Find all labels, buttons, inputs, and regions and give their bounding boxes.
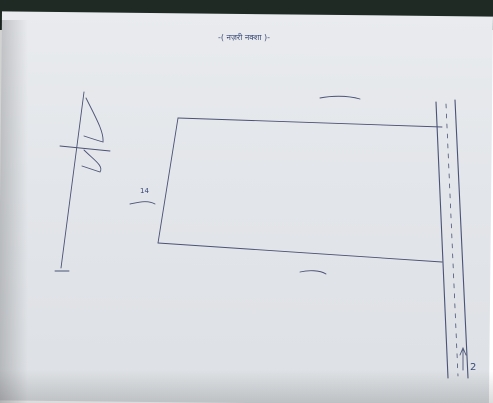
plot-left-edge [157,117,179,244]
pole-flag-upper [83,97,104,143]
pole-flag-lower [81,149,102,173]
bottom-label-swoosh [299,270,327,275]
road-label-num: 2 [470,362,477,373]
plot-top-edge [177,117,443,128]
road-edge-left [435,101,449,379]
plot-label-left-num: 14 [140,187,149,195]
road-centerline [445,103,459,377]
paper-shadow-left [0,20,28,403]
paper-shadow-bottom [0,370,493,403]
top-label-swoosh [319,95,361,100]
road-arrow-head [459,346,467,356]
plot-bottom-edge [157,242,443,263]
pole-line [60,91,85,269]
header-line-1: -( नज़री नक्शा )- [218,33,270,42]
left-label-swoosh [129,201,156,205]
road-edge-right [454,99,469,379]
pole-crossbar [59,145,111,152]
